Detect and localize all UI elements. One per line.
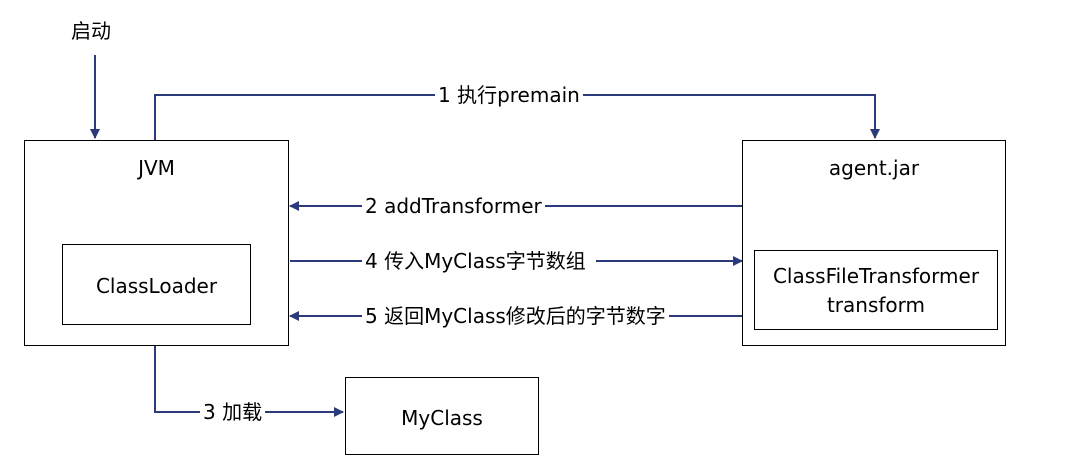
classloader-box <box>62 244 251 325</box>
transformer-label-line2: transform <box>826 293 926 317</box>
edge-load <box>154 324 344 417</box>
jvm-title: JVM <box>138 156 175 180</box>
start-label: 启动 <box>71 19 111 43</box>
edge-premain-label: 1 执行premain <box>435 85 583 105</box>
myclass-box <box>345 377 539 455</box>
edge-addtransformer-label: 2 addTransformer <box>362 196 545 216</box>
transformer-label-line1: ClassFileTransformer <box>772 264 980 288</box>
agent-jar-title: agent.jar <box>828 156 920 180</box>
classloader-label: ClassLoader <box>95 274 218 298</box>
edge-load-label: 3 加载 <box>200 402 266 422</box>
edge-send-bytes-label: 4 传入MyClass字节数组 <box>362 251 596 271</box>
myclass-label: MyClass <box>401 406 483 430</box>
transformer-box <box>754 250 998 330</box>
edge-return-bytes-label: 5 返回MyClass修改后的字节数字 <box>362 306 669 326</box>
